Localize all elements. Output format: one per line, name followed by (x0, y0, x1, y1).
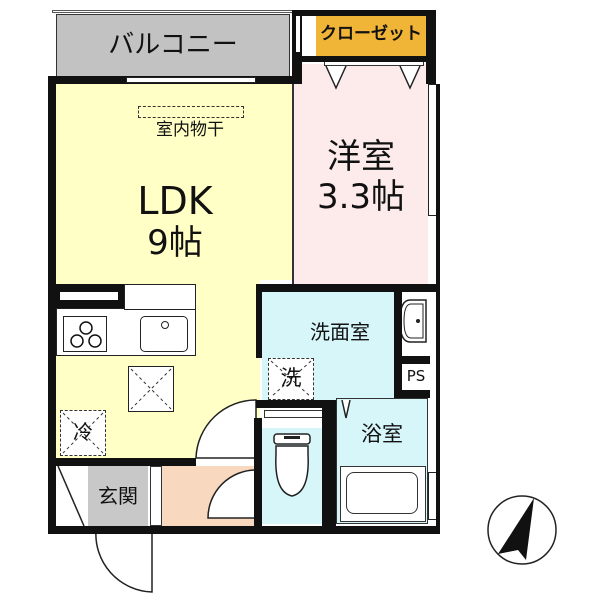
wall (256, 400, 330, 408)
partition (292, 84, 294, 284)
entrance-label: 玄関 (98, 484, 138, 508)
ldk-size-label: 9帖 (147, 223, 203, 263)
entrance-area (88, 466, 148, 526)
fridge-label: 冷 (73, 420, 93, 444)
western-room-area (294, 64, 428, 284)
wall (322, 400, 336, 526)
wall (56, 458, 196, 466)
shelf-gap (60, 292, 118, 300)
entry-side-storage (56, 465, 86, 527)
indoor-drying-label: 室内物干 (156, 120, 224, 140)
balcony-area (56, 14, 290, 78)
stove-icon (63, 316, 107, 352)
balcony-window[interactable] (126, 77, 256, 83)
wall (402, 390, 430, 398)
wall (254, 418, 262, 526)
bathroom-label: 浴室 (361, 422, 403, 446)
wall-gap (296, 16, 300, 52)
wall (302, 10, 436, 16)
sink-icon (140, 316, 188, 352)
pipe-space-label: PS (406, 367, 426, 385)
wall (402, 356, 430, 364)
balcony-label: バルコニー (108, 30, 238, 60)
toilet-door-swing-icon[interactable] (204, 468, 260, 522)
closet-door-swing-icon (325, 65, 421, 90)
wall (426, 10, 436, 84)
closet-area (316, 16, 426, 56)
indoor-drying-rack (138, 106, 244, 118)
wall (394, 292, 402, 398)
appliance-space (128, 366, 174, 412)
toilet-icon (270, 432, 314, 502)
wall (48, 526, 436, 534)
ldk-area (56, 84, 292, 280)
wall (256, 284, 436, 292)
bathtub-icon (340, 466, 426, 522)
wall (302, 56, 436, 62)
ldk-name-label: LDK (137, 179, 213, 223)
ldk-door-swing-icon[interactable] (190, 396, 262, 464)
washroom-label: 洗面室 (310, 320, 370, 344)
wall (256, 290, 262, 358)
balcony-rail (52, 10, 294, 13)
western-room-size-label: 3.3帖 (316, 177, 406, 217)
washer-space (268, 358, 314, 400)
wall (436, 84, 440, 534)
wall (48, 78, 56, 534)
wash-basin-icon (396, 294, 432, 348)
counter-upper (124, 284, 196, 310)
pipe-space-box (402, 364, 430, 390)
shoe-closet (150, 466, 162, 526)
bathroom-door-swing-icon (341, 399, 351, 419)
toilet-shelf (264, 410, 324, 418)
western-room-name-label: 洋室 (327, 137, 395, 177)
washer-label: 洗 (280, 366, 302, 390)
entrance-door-swing-icon[interactable] (86, 528, 156, 598)
fridge-space (60, 410, 106, 456)
closet-label: クローゼット (320, 24, 422, 44)
compass-north-arrow-icon (487, 495, 557, 565)
